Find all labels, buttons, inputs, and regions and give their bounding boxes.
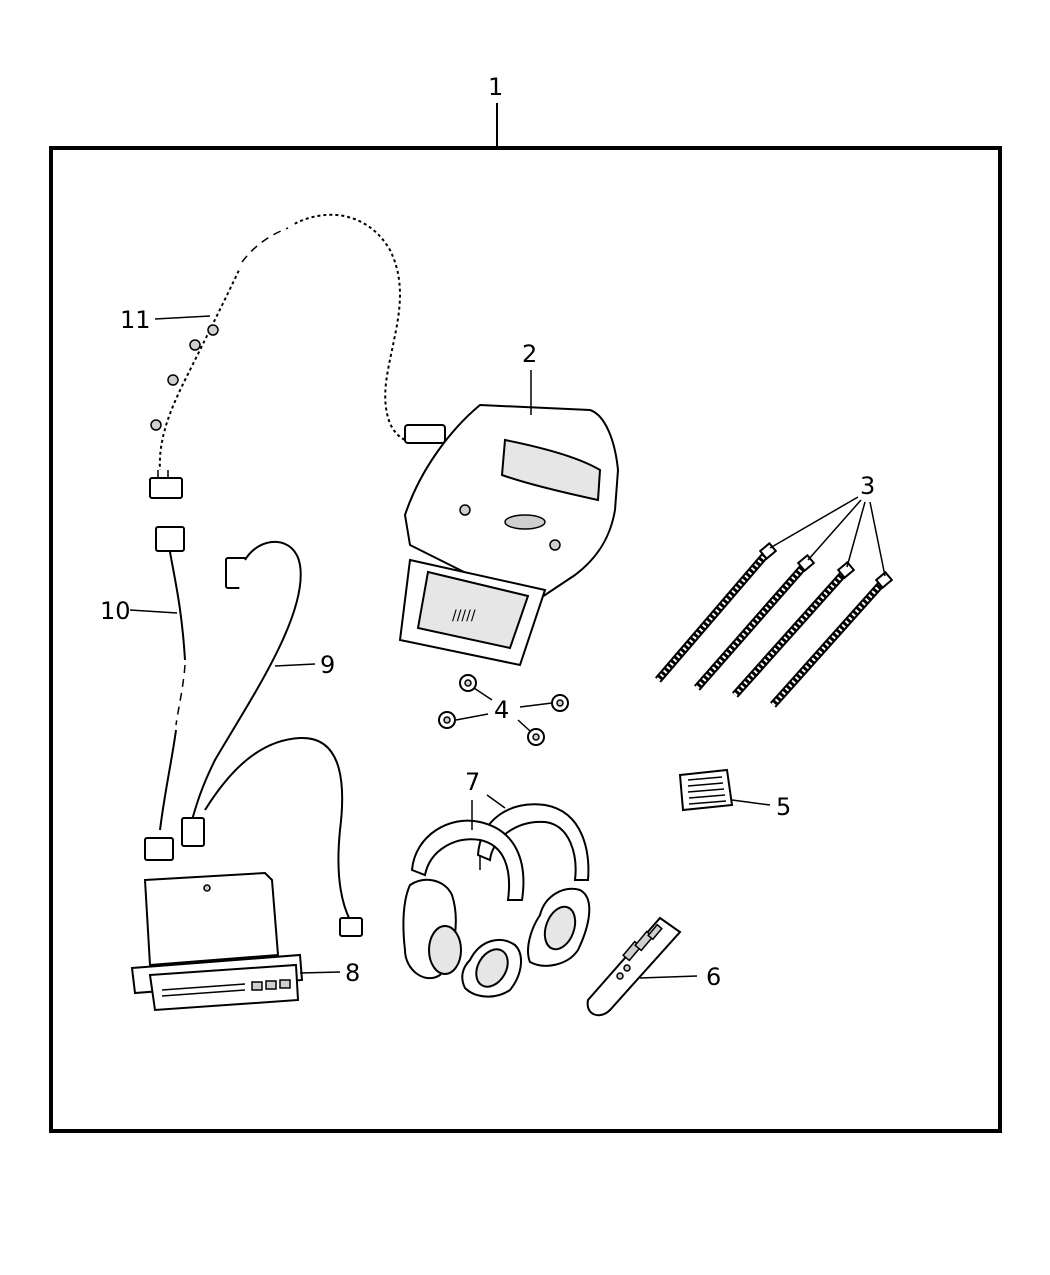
leader-3a — [769, 496, 859, 549]
callout-3: 3 — [860, 472, 875, 500]
label-card-5 — [678, 768, 734, 812]
callout-1: 1 — [488, 73, 503, 101]
cable-9 — [181, 540, 363, 937]
leader-3c — [846, 501, 866, 568]
headphones-7 — [402, 803, 591, 998]
leader-3b — [807, 499, 862, 561]
leader-3d — [869, 501, 886, 577]
leader-8 — [299, 971, 341, 974]
leader-4a — [473, 687, 493, 701]
kit-frame — [49, 146, 1002, 1133]
leader-9 — [274, 663, 316, 667]
dvd-player-8 — [130, 871, 304, 1012]
leader-5 — [731, 799, 771, 806]
harness-11 — [149, 212, 446, 499]
cable-ties-3 — [654, 541, 894, 708]
leader-4b — [455, 713, 489, 721]
callout-7: 7 — [465, 768, 480, 796]
callout-2: 2 — [522, 340, 537, 368]
callout-9: 9 — [320, 651, 335, 679]
leader-6 — [639, 975, 698, 979]
callout-8: 8 — [345, 959, 360, 987]
callout-6: 6 — [706, 963, 721, 991]
nuts-4 — [438, 674, 569, 746]
harness-10 — [144, 526, 186, 861]
leader-11 — [154, 315, 211, 320]
callout-5: 5 — [776, 793, 791, 821]
screen-mark-icon: ///// — [452, 608, 476, 624]
remote-control-6 — [586, 916, 682, 1017]
leader-10 — [129, 609, 178, 614]
leader-4c — [519, 702, 553, 708]
callout-11: 11 — [120, 306, 151, 334]
leader-7b — [486, 794, 506, 809]
callout-4: 4 — [494, 696, 509, 724]
overhead-monitor-2: ///// — [398, 403, 620, 667]
callout-10: 10 — [100, 597, 131, 625]
leader-4d — [517, 719, 531, 732]
